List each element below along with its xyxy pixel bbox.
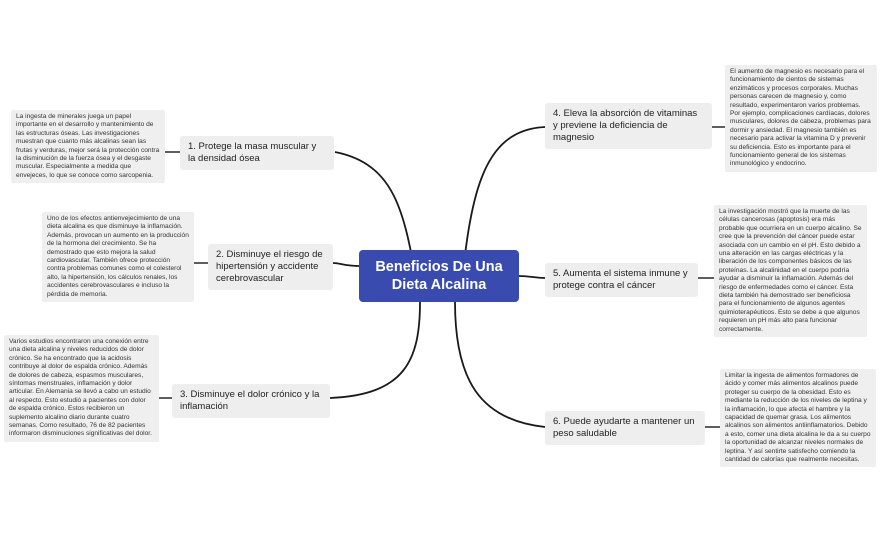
branch-1-note: La ingesta de minerales juega un papel i… — [11, 110, 165, 184]
branch-3-node[interactable]: 3. Disminuye el dolor crónico y la infla… — [172, 384, 330, 418]
branch-5-note: La investigación mostró que la muerte de… — [714, 205, 867, 338]
central-topic[interactable]: Beneficios De Una Dieta Alcalina — [359, 250, 519, 302]
link-branch-3 — [329, 301, 421, 399]
branch-4-node[interactable]: 4. Eleva la absorción de vitaminas y pre… — [545, 103, 712, 149]
link-branch-2 — [332, 262, 360, 267]
branch-2-note: Uno de los efectos antienvejecimiento de… — [42, 212, 194, 303]
branch-4-note: El aumento de magnesio es necesario para… — [725, 65, 877, 172]
branch-5-node[interactable]: 5. Aumenta el sistema inmune y protege c… — [545, 263, 698, 297]
link-branch-5 — [518, 275, 546, 279]
branch-2-node[interactable]: 2. Disminuye el riesgo de hipertensión y… — [208, 244, 333, 290]
branch-1-node[interactable]: 1. Protege la masa muscular y la densida… — [180, 136, 334, 170]
branch-6-note: Limitar la ingesta de alimentos formador… — [720, 369, 876, 468]
branch-6-node[interactable]: 6. Puede ayudarte a mantener un peso sal… — [545, 411, 705, 445]
link-branch-6 — [454, 301, 546, 428]
branch-3-note: Varios estudios encontraron una conexión… — [4, 335, 159, 442]
